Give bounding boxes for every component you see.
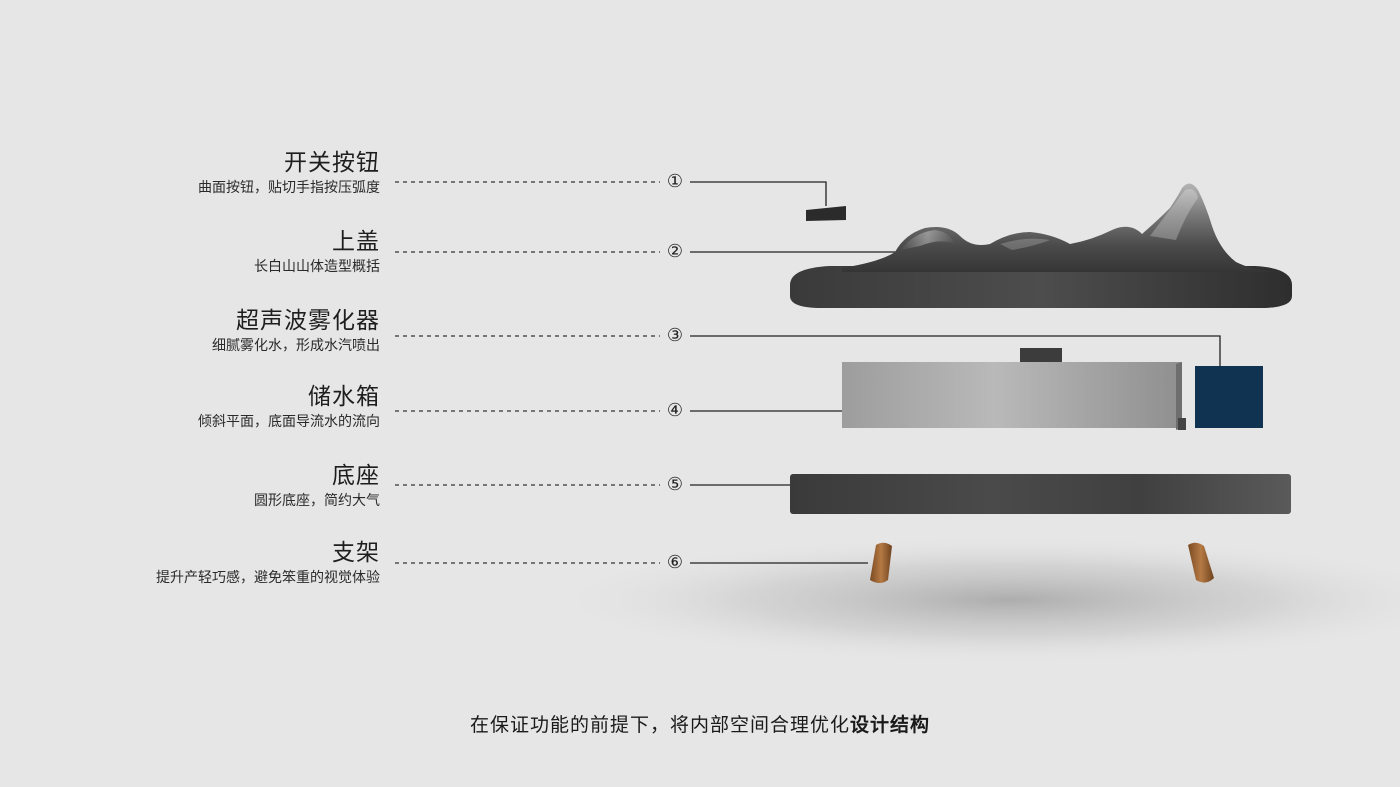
base-part — [790, 474, 1291, 514]
caption: 在保证功能的前提下，将内部空间合理优化设计结构 — [0, 710, 1400, 737]
part-title: 超声波雾化器 — [212, 306, 380, 336]
part-desc: 曲面按钮，贴切手指按压弧度 — [198, 178, 380, 198]
dashed-leaders — [395, 182, 660, 563]
part-desc: 细腻雾化水，形成水汽喷出 — [212, 336, 380, 356]
part-desc: 长白山山体造型概括 — [254, 257, 380, 277]
part-desc: 圆形底座，简约大气 — [254, 491, 380, 511]
part-index-marker: ④ — [664, 400, 686, 422]
leader-solid-3 — [690, 336, 1220, 366]
caption-emphasis: 设计结构 — [850, 714, 930, 736]
lid-part — [790, 183, 1292, 308]
label-switch-button: 开关按钮 曲面按钮，贴切手指按压弧度 — [198, 148, 380, 198]
part-title: 开关按钮 — [198, 148, 380, 178]
part-index-marker: ⑤ — [664, 474, 686, 496]
label-atomizer: 超声波雾化器 细腻雾化水，形成水汽喷出 — [212, 306, 380, 356]
part-index-marker: ② — [664, 241, 686, 263]
caption-main: 在保证功能的前提下，将内部空间合理优化 — [470, 714, 850, 736]
part-title: 储水箱 — [198, 382, 380, 412]
part-desc: 提升产轻巧感，避免笨重的视觉体验 — [156, 568, 380, 588]
part-index-marker: ③ — [664, 325, 686, 347]
part-index-marker: ⑥ — [664, 552, 686, 574]
label-stand: 支架 提升产轻巧感，避免笨重的视觉体验 — [156, 538, 380, 588]
switch-button-part — [806, 206, 846, 221]
part-index-marker: ① — [664, 171, 686, 193]
atomizer-part — [1195, 366, 1263, 428]
part-desc: 倾斜平面，底面导流水的流向 — [198, 412, 380, 432]
label-water-tank: 储水箱 倾斜平面，底面导流水的流向 — [198, 382, 380, 432]
part-title: 上盖 — [254, 227, 380, 257]
part-title: 底座 — [254, 461, 380, 491]
leader-solid-1 — [690, 182, 826, 206]
label-base: 底座 圆形底座，简约大气 — [254, 461, 380, 511]
part-title: 支架 — [156, 538, 380, 568]
water-tank-part — [842, 348, 1186, 430]
label-lid: 上盖 长白山山体造型概括 — [254, 227, 380, 277]
